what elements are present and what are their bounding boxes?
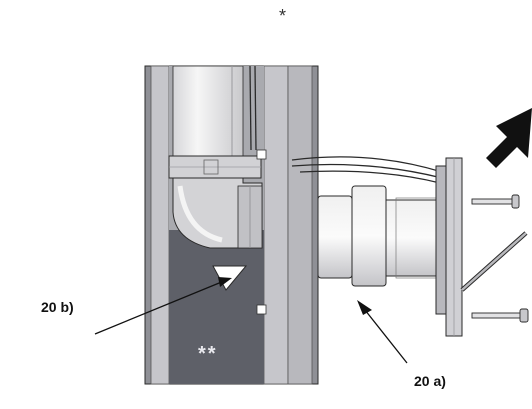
pipe-label-20b: 20 b) <box>41 299 74 315</box>
insert-direction-arrow-icon <box>486 108 532 168</box>
wall-fixing-point <box>256 149 267 160</box>
screw-bottom <box>471 308 529 323</box>
lower-cavity <box>169 230 264 384</box>
pipe-elbow <box>172 177 263 249</box>
screw-top <box>471 194 520 209</box>
cavity-marker-label: ** <box>198 343 218 365</box>
leader-line-20b <box>94 277 232 335</box>
horizontal-pipe-assembly <box>317 185 437 287</box>
mounting-flange <box>435 157 463 337</box>
wall-fixing-point <box>256 304 267 315</box>
leader-line-20a <box>357 300 408 364</box>
diagonal-rod <box>460 231 528 292</box>
vertical-pipe <box>168 65 262 179</box>
cable-bundle <box>249 65 443 184</box>
top-marker-label: * <box>279 6 287 26</box>
pipe-label-20a: 20 a) <box>414 373 446 389</box>
